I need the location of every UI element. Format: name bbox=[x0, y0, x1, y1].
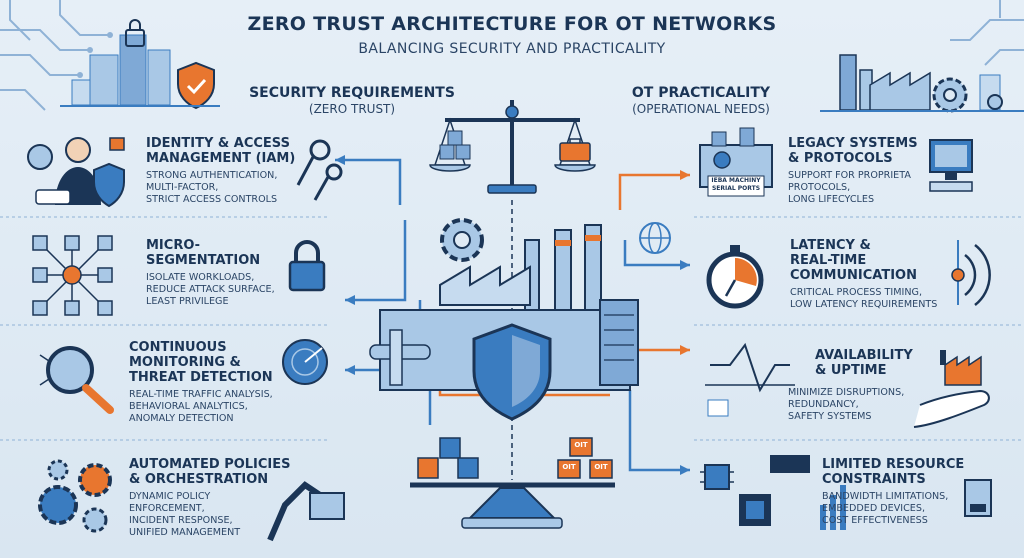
crate-label-right: OIT bbox=[594, 463, 608, 471]
right-column-subtitle: (Operational Needs) bbox=[632, 102, 770, 116]
central-factory bbox=[369, 218, 671, 421]
factory-skyline-right bbox=[820, 0, 1024, 113]
page-subtitle: Balancing Security and Practicality bbox=[358, 41, 666, 57]
right-column-title: OT Practicality bbox=[631, 85, 771, 101]
hand-factory-icon bbox=[705, 342, 990, 428]
right-item-availability: Availability& Uptime bbox=[815, 348, 913, 378]
magnifier-icon bbox=[39, 339, 328, 414]
left-item-monitoring: ContinuousMonitoring &Threat Detection R… bbox=[129, 340, 273, 424]
right-item-availability-desc: Minimize Disruptions,Redundancy,Safety S… bbox=[788, 387, 905, 422]
left-item-automation: Automated Policies& Orchestration Dynami… bbox=[129, 457, 291, 538]
chip-icon bbox=[700, 455, 992, 530]
section-dividers bbox=[0, 216, 1024, 441]
right-item-legacy: Legacy Systems& Protocols Support for Pr… bbox=[788, 136, 918, 205]
crate-label-top: OIT bbox=[574, 441, 588, 449]
left-item-microsegmentation: Micro-Segmentation Isolate Workloads,Red… bbox=[146, 238, 275, 307]
right-item-latency: Latency &Real-TimeCommunication Critical… bbox=[790, 238, 938, 310]
left-column-subtitle: (Zero Trust) bbox=[308, 102, 396, 116]
computer-icon bbox=[699, 127, 973, 197]
top-balance-scale bbox=[429, 100, 596, 194]
arrow-heads bbox=[335, 155, 690, 475]
machine-plate-label: IEBA MachinySerial Ports bbox=[711, 177, 761, 192]
user-shield-icon bbox=[27, 137, 343, 208]
network-grid-icon bbox=[32, 235, 326, 316]
left-column-title: Security Requirements bbox=[249, 85, 455, 101]
page-title: Zero Trust Architecture for OT Networks bbox=[247, 13, 777, 35]
stopwatch-icon bbox=[706, 240, 991, 309]
right-item-resources: Limited ResourceConstraints Bandwidth Li… bbox=[822, 457, 965, 526]
city-skyline-left bbox=[0, 0, 220, 111]
gears-icon bbox=[38, 459, 345, 542]
crate-label-left: OIT bbox=[562, 463, 576, 471]
left-item-iam: Identity & AccessManagement (IAM) Strong… bbox=[146, 136, 296, 205]
bottom-balance-scale bbox=[410, 437, 615, 529]
